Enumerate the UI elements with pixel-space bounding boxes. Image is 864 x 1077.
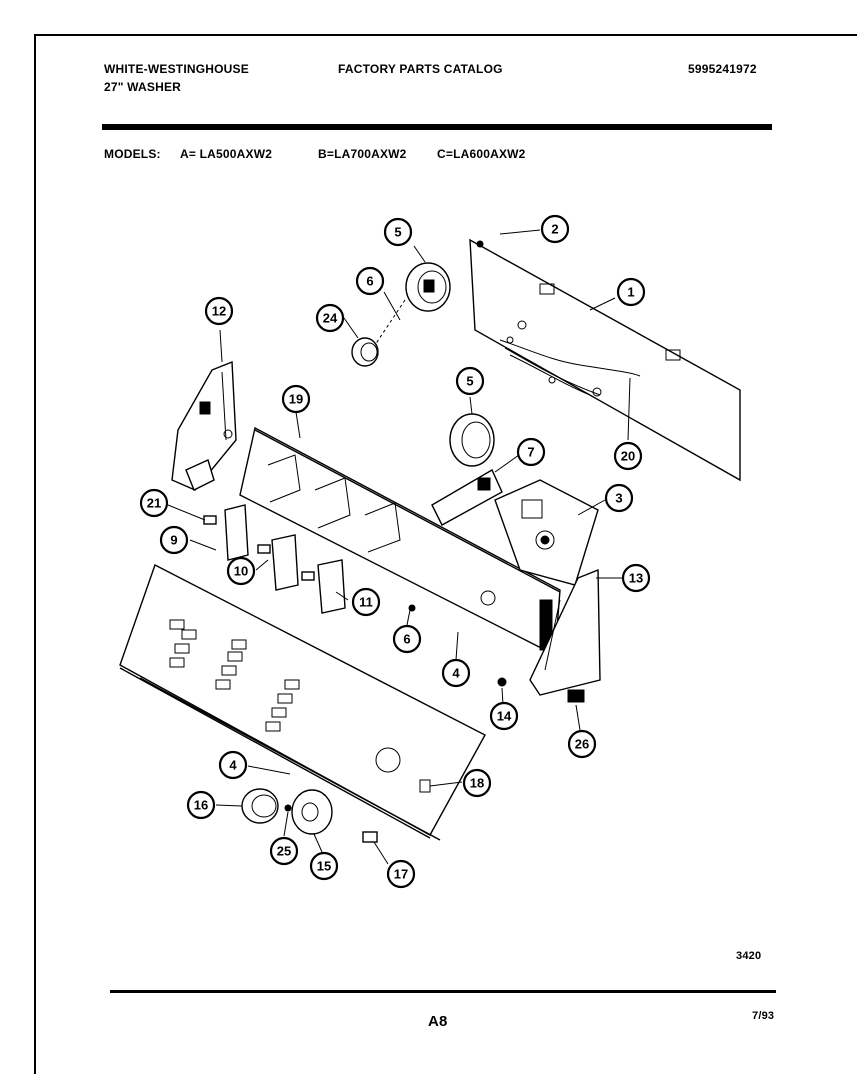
callout-18: 18 [462,768,492,798]
models-label: MODELS: [104,147,161,161]
product-name: 27" WASHER [104,80,182,94]
callout-20: 20 [613,441,643,471]
rear-panel [469,238,741,482]
callout-5-timer: 5 [455,366,485,396]
model-b: B=LA700AXW2 [318,147,407,161]
svg-text:20: 20 [621,449,635,464]
svg-text:5: 5 [394,225,401,240]
svg-text:14: 14 [497,709,512,724]
callout-21: 21 [139,488,169,518]
svg-text:4: 4 [452,666,460,681]
svg-text:19: 19 [289,392,303,407]
header-rule [102,124,772,130]
timer-motor [431,413,599,586]
drawing-number: 3420 [736,950,762,962]
leader-lines [167,229,631,865]
callout-26: 26 [567,729,597,759]
svg-text:5: 5 [466,374,473,389]
callout-3: 3 [604,483,634,513]
callout-7: 7 [516,437,546,467]
callout-12: 12 [204,296,234,326]
callout-10: 10 [226,556,256,586]
callout-1: 1 [616,277,646,307]
part-callouts: 1 2 3 4 4 5 5 6 6 7 9 10 11 12 13 14 15 … [139,214,651,889]
model-a: A= LA500AXW2 [180,147,273,161]
timer-knob-assembly [351,262,451,367]
svg-text:12: 12 [212,304,226,319]
svg-text:21: 21 [147,496,161,511]
callout-2: 2 [540,214,570,244]
callout-6-console: 6 [392,624,422,654]
svg-text:3: 3 [615,491,622,506]
callout-4-lower: 4 [218,750,248,780]
svg-text:6: 6 [403,632,410,647]
callout-17: 17 [386,859,416,889]
callout-24: 24 [315,303,345,333]
svg-text:18: 18 [470,776,484,791]
svg-text:6: 6 [366,274,373,289]
callout-11: 11 [351,587,381,617]
page-frame [34,34,857,1074]
svg-text:13: 13 [629,571,643,586]
footer-rule [110,990,776,993]
callout-16: 16 [186,790,216,820]
svg-text:1: 1 [627,285,634,300]
svg-text:26: 26 [575,737,589,752]
callout-14: 14 [489,701,519,731]
svg-text:10: 10 [234,564,248,579]
front-knobs [241,788,378,843]
end-cap-bracket [497,568,601,703]
svg-text:2: 2 [551,222,558,237]
callout-15: 15 [309,851,339,881]
catalog-title: FACTORY PARTS CATALOG [338,62,503,76]
callout-6-top: 6 [355,266,385,296]
svg-text:4: 4 [229,758,237,773]
model-c: C=LA600AXW2 [437,147,526,161]
front-control-panel [119,564,486,841]
svg-text:25: 25 [277,844,291,859]
svg-text:17: 17 [394,867,408,882]
selector-switches [203,504,346,614]
svg-text:11: 11 [359,595,373,610]
callout-5-top: 5 [383,217,413,247]
callout-13: 13 [621,563,651,593]
callout-4-upper: 4 [441,658,471,688]
catalog-number: 5995241972 [688,62,757,76]
callout-25: 25 [269,836,299,866]
callout-19: 19 [281,384,311,414]
callout-9: 9 [159,525,189,555]
svg-text:16: 16 [194,798,208,813]
side-bracket [171,360,237,491]
svg-text:9: 9 [170,533,177,548]
revision-date: 7/93 [752,1010,775,1022]
svg-text:24: 24 [323,311,338,326]
page-number: A8 [428,1013,448,1030]
svg-text:7: 7 [527,445,534,460]
brand-name: WHITE-WESTINGHOUSE [104,62,249,76]
svg-text:15: 15 [317,859,331,874]
